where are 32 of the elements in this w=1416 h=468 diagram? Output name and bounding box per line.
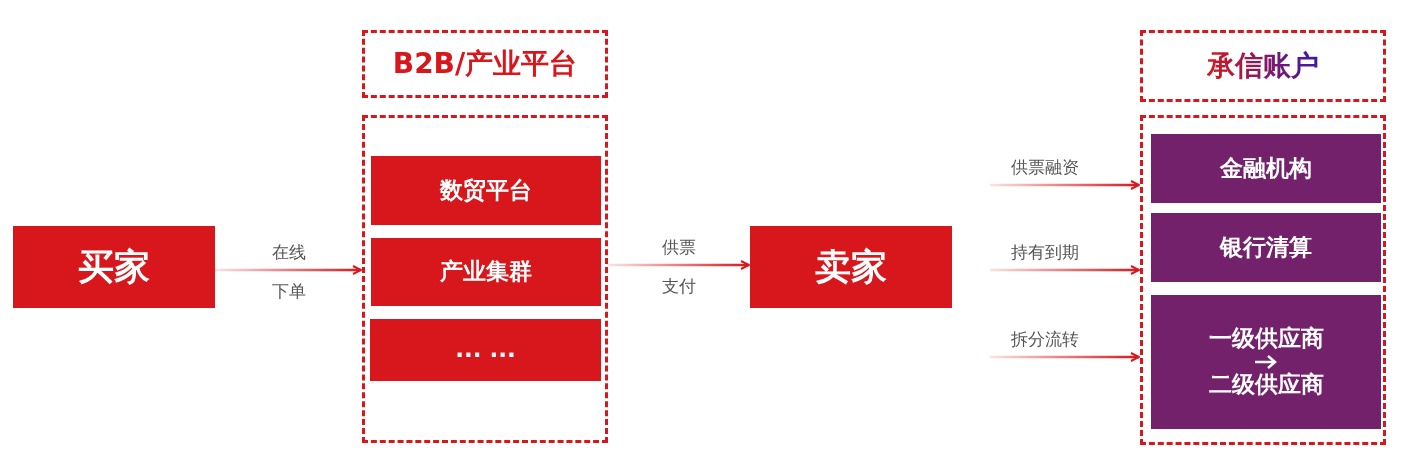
- node-text: 产业集群: [440, 257, 532, 287]
- node-text: 数贸平台: [440, 175, 532, 205]
- node-text: 卖家: [815, 244, 887, 289]
- node-text: B2B/产业平台: [392, 45, 578, 82]
- account-box: [1151, 295, 1381, 429]
- node-text: 买家: [78, 244, 150, 289]
- party-box: [750, 226, 952, 308]
- node-text: 一级供应商: [1208, 324, 1324, 354]
- edge-label: 拆分流转: [1011, 327, 1079, 351]
- account-box: [1151, 213, 1381, 282]
- arrow: [990, 352, 1140, 362]
- edge-label: 供票支付: [661, 236, 697, 298]
- platform-box: [371, 238, 601, 306]
- node-text: ... ...: [455, 335, 516, 365]
- arrow: [608, 260, 750, 270]
- header-box: [1140, 30, 1386, 102]
- group-frame: [362, 115, 608, 443]
- platform-box: [371, 156, 601, 225]
- node-text: 金融机构: [1220, 153, 1312, 183]
- arrow: [990, 265, 1140, 275]
- platform-box: [370, 319, 601, 381]
- node-text: 二级供应商: [1208, 370, 1324, 399]
- party-box: [13, 226, 215, 308]
- arrow: [990, 180, 1140, 190]
- node-text: 银行清算: [1220, 232, 1312, 262]
- edge-label: 供票融资: [1011, 155, 1079, 179]
- group-frame: [1140, 115, 1386, 445]
- header-box: [362, 30, 608, 98]
- arrow: [215, 265, 362, 275]
- edge-label: 持有到期: [1011, 240, 1079, 264]
- account-box: [1151, 134, 1381, 203]
- edge-label: 在线下单: [270, 241, 307, 303]
